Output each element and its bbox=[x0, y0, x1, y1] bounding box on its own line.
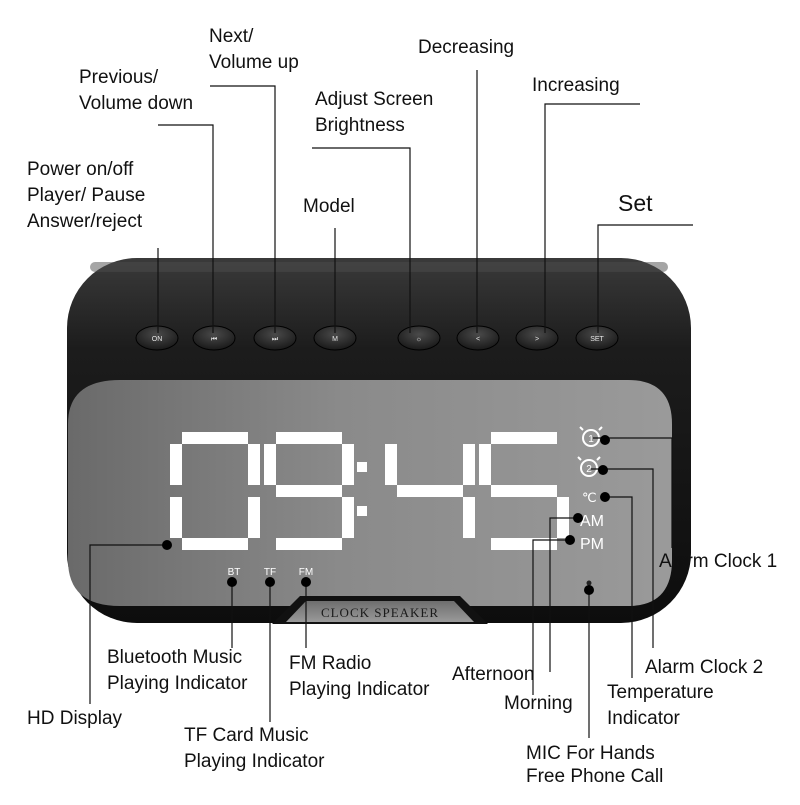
bt-indicator-text: BT bbox=[228, 567, 241, 578]
button-brightness-label: ☼ bbox=[416, 336, 422, 343]
button-power-label: ON bbox=[152, 336, 163, 343]
leader-hd bbox=[89, 544, 167, 704]
leader-previous bbox=[158, 124, 214, 333]
dot-bt bbox=[227, 577, 237, 587]
digit-5 bbox=[479, 432, 569, 550]
leader-next bbox=[210, 85, 276, 333]
time-digits bbox=[170, 432, 569, 550]
dot-temperature bbox=[600, 492, 610, 502]
pm-text: PM bbox=[580, 536, 604, 553]
dot-mic bbox=[584, 585, 594, 595]
button-prev-label: ⏮ bbox=[211, 336, 217, 343]
alarm2-indicator: 2 bbox=[577, 456, 601, 477]
dot-am bbox=[573, 513, 583, 523]
callout-bt: Bluetooth Music Playing Indicator bbox=[107, 647, 248, 694]
callout-afternoon: Afternoon bbox=[452, 664, 535, 685]
callout-model: Model bbox=[303, 196, 355, 217]
callout-tf: TF Card Music Playing Indicator bbox=[184, 725, 325, 772]
button-row: ON ⏮ ⏭ M ☼ < > SET bbox=[135, 325, 619, 351]
leader-alarm1 bbox=[593, 437, 673, 548]
digit-1 bbox=[170, 432, 260, 550]
leader-am bbox=[549, 517, 578, 672]
tf-indicator-text: TF bbox=[264, 567, 276, 578]
callout-alarm2: Alarm Clock 2 bbox=[645, 657, 764, 678]
callout-increasing: Increasing bbox=[532, 75, 620, 96]
leader-increasing bbox=[544, 103, 640, 333]
button-brightness[interactable]: ☼ bbox=[397, 325, 441, 351]
digit-4 bbox=[385, 444, 475, 538]
button-power[interactable]: ON bbox=[135, 325, 179, 351]
callout-decreasing: Decreasing bbox=[418, 37, 515, 58]
leader-alarm2 bbox=[591, 468, 654, 648]
callout-power: Power on/off Player/ Pause Answer/reject bbox=[27, 159, 146, 232]
callout-temperature: Temperature Indicator bbox=[607, 682, 714, 729]
button-set[interactable]: SET bbox=[575, 325, 619, 351]
callout-set: Set bbox=[618, 190, 653, 216]
colon bbox=[357, 462, 367, 516]
dot-fm bbox=[301, 577, 311, 587]
callout-previous: Previous/ Volume down bbox=[79, 67, 194, 114]
callout-morning: Morning bbox=[504, 693, 573, 714]
button-decrease[interactable]: < bbox=[456, 325, 500, 351]
leader-temperature bbox=[604, 496, 633, 678]
callout-fm: FM Radio Playing Indicator bbox=[289, 653, 430, 700]
button-next-label: ⏭ bbox=[272, 336, 279, 343]
leader-set bbox=[597, 224, 693, 333]
callout-next: Next/ Volume up bbox=[209, 26, 299, 73]
callout-brightness: Adjust Screen Brightness bbox=[315, 89, 434, 136]
dot-hd bbox=[162, 540, 172, 550]
temperature-symbol: ℃ bbox=[582, 490, 597, 505]
callout-alarm1: Alarm Clock 1 bbox=[659, 551, 778, 572]
dot-alarm1 bbox=[600, 435, 610, 445]
alarm2-number: 2 bbox=[586, 464, 592, 475]
dot-tf bbox=[265, 577, 275, 587]
dot-alarm2 bbox=[598, 465, 608, 475]
button-set-label: SET bbox=[590, 336, 604, 343]
alarm1-number: 1 bbox=[588, 434, 594, 445]
callout-dots bbox=[162, 435, 610, 595]
leader-pm bbox=[532, 539, 570, 695]
brand-plate-face bbox=[286, 601, 474, 622]
button-mode-label: M bbox=[332, 336, 338, 343]
callout-lines bbox=[89, 70, 693, 738]
speaker-top-highlight bbox=[90, 262, 668, 272]
callout-hd: HD Display bbox=[27, 708, 123, 729]
button-increase-label: > bbox=[535, 336, 539, 343]
dot-pm bbox=[565, 535, 575, 545]
mic-hole bbox=[586, 580, 592, 586]
digit-2 bbox=[264, 432, 354, 550]
button-prev[interactable]: ⏮ bbox=[192, 325, 236, 351]
button-decrease-label: < bbox=[476, 336, 480, 343]
brand-text: CLOCK SPEAKER bbox=[321, 605, 439, 620]
am-text: AM bbox=[580, 513, 604, 530]
callout-mic: MIC For Hands Free Phone Call bbox=[526, 743, 664, 787]
button-increase[interactable]: > bbox=[515, 325, 559, 351]
fm-indicator-text: FM bbox=[299, 567, 313, 578]
leader-brightness bbox=[312, 147, 411, 333]
